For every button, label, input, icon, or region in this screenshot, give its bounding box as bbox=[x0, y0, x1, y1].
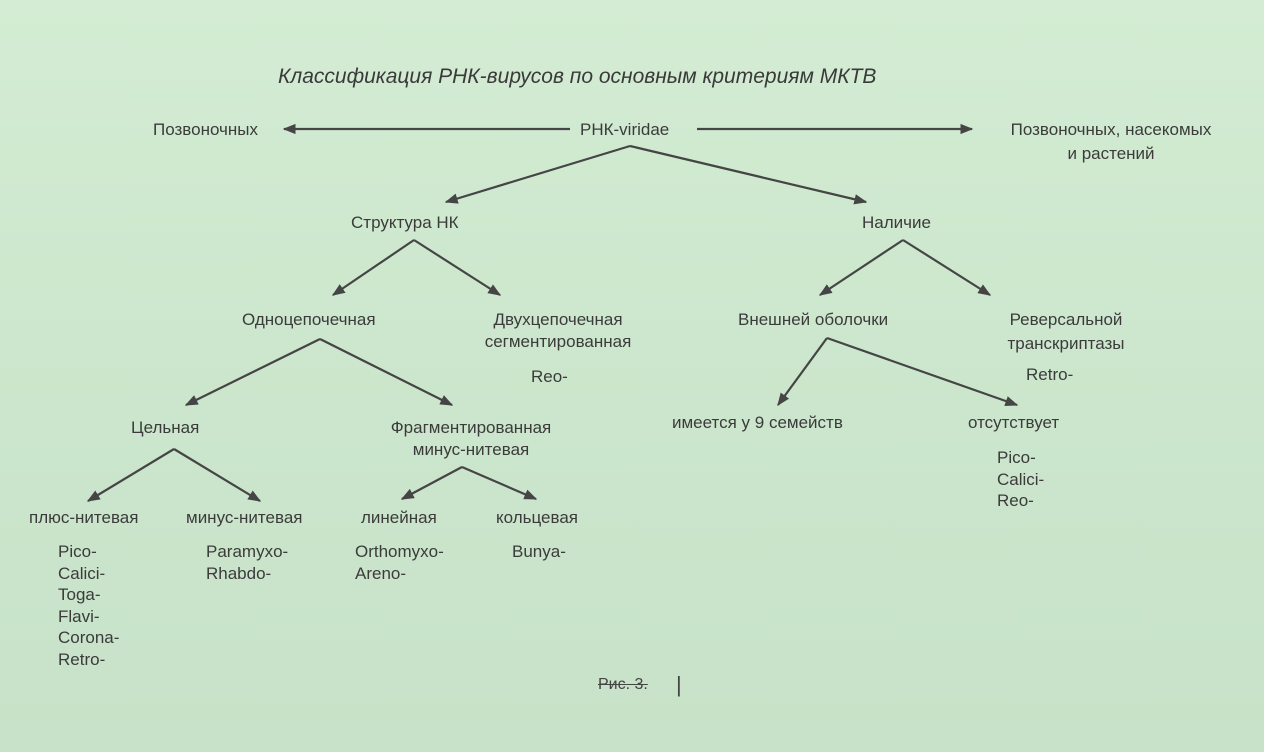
node-structure: Структура НК bbox=[351, 213, 459, 232]
diagram-title: Классификация РНК-вирусов по основным кр… bbox=[278, 65, 877, 88]
node-fragmented-line1: Фрагментированная bbox=[390, 418, 552, 437]
list-item: Toga- bbox=[58, 585, 101, 604]
list-item: Pico- bbox=[58, 542, 97, 561]
node-reverse-line2: транскриптазы bbox=[1007, 334, 1125, 353]
edge-fragmented-linear bbox=[400, 466, 463, 500]
list-item: Areno- bbox=[355, 563, 407, 583]
list-item: Calici- bbox=[58, 563, 106, 583]
list-linear: Orthomyxo- Areno- bbox=[355, 541, 444, 584]
list-plus: Pico- Calici- Toga- Flavi- Corona- Retro… bbox=[58, 541, 119, 670]
node-right-host-line2: и растений bbox=[1067, 144, 1155, 163]
list-item: Orthomyxo- bbox=[355, 542, 444, 561]
edge-structure-single bbox=[331, 239, 415, 296]
node-right-host: Позвоночных, насекомых и растений bbox=[982, 119, 1240, 165]
edge-single-fragmented bbox=[319, 338, 454, 406]
list-item: Bunya- bbox=[512, 542, 566, 561]
figure-label: Рис. 3. bbox=[598, 676, 648, 693]
node-minus: минус-нитевая bbox=[186, 508, 303, 527]
list-no-envelope: Pico- Calici- Reo- bbox=[997, 447, 1044, 512]
edge-root-structure bbox=[444, 144, 631, 204]
edge-whole-minus bbox=[173, 448, 262, 502]
node-whole: Цельная bbox=[131, 418, 200, 437]
edge-fragmented-ring bbox=[461, 465, 538, 501]
node-no-envelope: отсутствует bbox=[968, 413, 1060, 432]
list-item: Corona- bbox=[58, 628, 120, 647]
node-double-line2: сегментированная bbox=[484, 332, 632, 351]
list-item: Retro- bbox=[58, 649, 106, 669]
node-retro: Retro- bbox=[1026, 365, 1074, 384]
list-minus: Paramyxo- Rhabdo- bbox=[206, 541, 288, 584]
node-double: Двухцепочечная сегментированная bbox=[466, 309, 650, 353]
node-left-host: Позвоночных bbox=[153, 120, 259, 139]
edge-single-whole bbox=[184, 338, 321, 406]
node-has-envelope: имеется у 9 семейств bbox=[672, 413, 843, 432]
list-item: Pico- bbox=[997, 448, 1036, 467]
edge-envelope-none bbox=[826, 336, 1019, 407]
handwritten-mark: | bbox=[676, 672, 682, 697]
node-reo: Reo- bbox=[531, 367, 568, 386]
node-fragmented-line2: минус-нитевая bbox=[412, 440, 530, 459]
list-ring: Bunya- bbox=[512, 541, 566, 563]
edge-envelope-has bbox=[777, 337, 828, 407]
list-item: Reo- bbox=[997, 491, 1034, 510]
edge-whole-plus bbox=[86, 448, 175, 502]
list-item: Flavi- bbox=[58, 606, 100, 626]
node-presence: Наличие bbox=[862, 213, 931, 232]
node-envelope: Внешней оболочки bbox=[738, 310, 889, 329]
node-single: Одноцепочечная bbox=[242, 310, 376, 329]
node-double-line1: Двухцепочечная bbox=[493, 310, 623, 329]
list-item: Calici- bbox=[997, 469, 1045, 489]
edge-structure-double bbox=[413, 239, 502, 296]
node-right-host-line1: Позвоночных, насекомых bbox=[1010, 120, 1212, 139]
node-ring: кольцевая bbox=[496, 508, 578, 527]
node-fragmented: Фрагментированная минус-нитевая bbox=[368, 417, 574, 461]
edge-root-presence bbox=[629, 144, 868, 205]
edge-presence-reverse bbox=[902, 239, 992, 296]
node-reverse: Реверсальной транскриптазы bbox=[976, 309, 1156, 355]
node-plus: плюс-нитевая bbox=[29, 508, 139, 527]
edge-presence-envelope bbox=[818, 239, 904, 296]
list-item: Paramyxo- bbox=[206, 542, 289, 561]
node-linear: линейная bbox=[361, 508, 437, 527]
node-reverse-line1: Реверсальной bbox=[1009, 310, 1123, 329]
list-item: Rhabdo- bbox=[206, 563, 272, 583]
node-root: РНК-viridae bbox=[580, 120, 670, 139]
